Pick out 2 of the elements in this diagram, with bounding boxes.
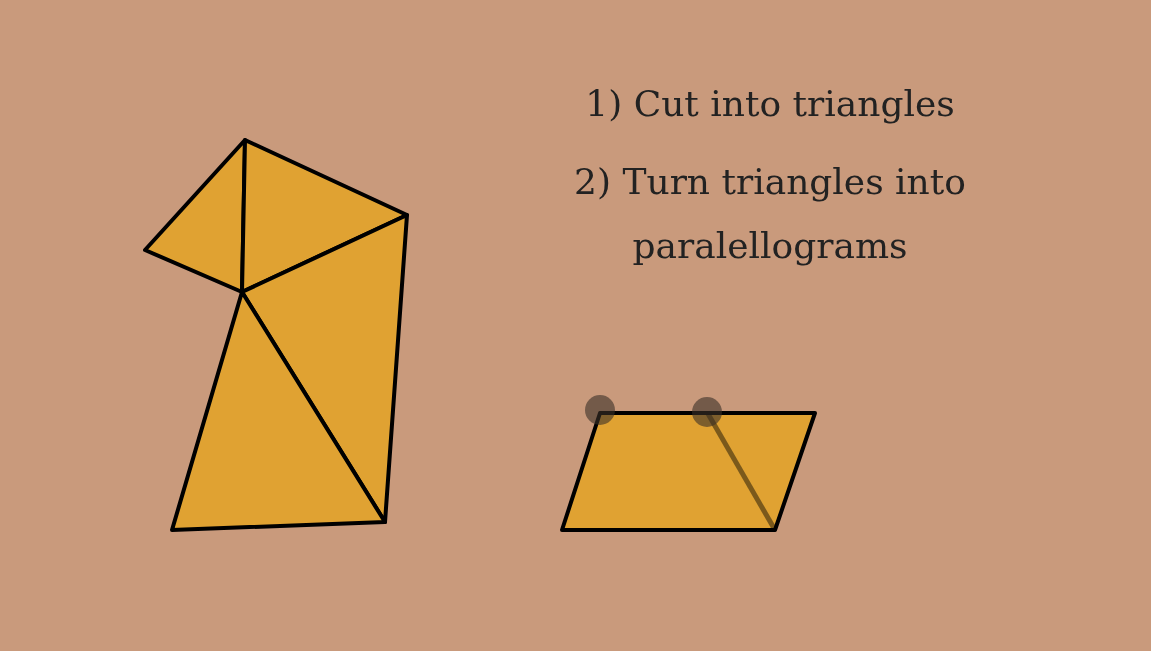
instruction-text: 1) Cut into triangles	[584, 82, 956, 126]
instruction-text: 2) Turn triangles into paralellograms	[573, 160, 967, 268]
